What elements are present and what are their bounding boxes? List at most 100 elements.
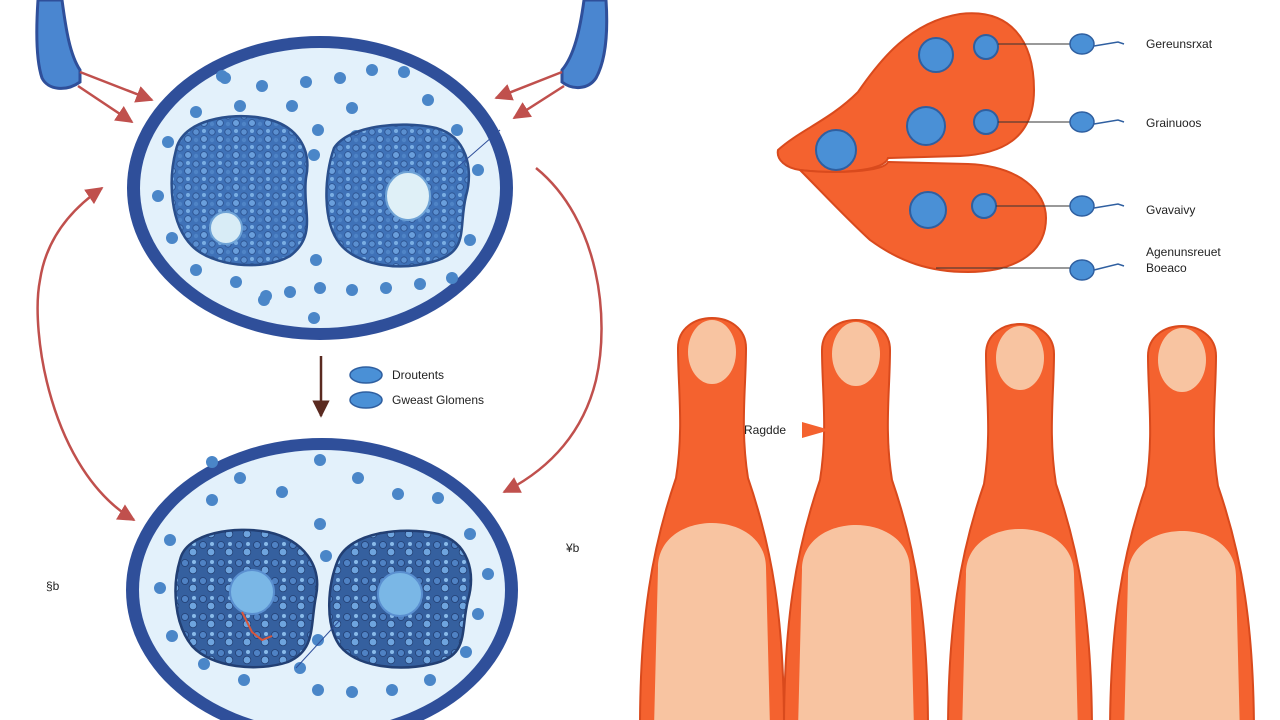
vesicle-dot xyxy=(286,100,298,112)
hook-arrow-4 xyxy=(512,84,565,120)
left-hook-shape xyxy=(35,0,82,90)
vesicle-dot xyxy=(414,278,426,290)
vesicle-dot xyxy=(300,76,312,88)
vesicle-dot xyxy=(422,94,434,106)
vesicle-dot xyxy=(451,124,463,136)
vesicle-dot xyxy=(230,276,242,288)
callout-bulb xyxy=(1069,111,1125,133)
vesicle-dot xyxy=(346,284,358,296)
vesicle-dot xyxy=(314,518,326,530)
vesicle-dot xyxy=(446,272,458,284)
organ-node xyxy=(973,109,999,135)
legend-label-1: Droutents xyxy=(392,368,444,382)
club-cell-body xyxy=(1124,531,1240,720)
organ-node xyxy=(815,129,857,171)
club-cell-head xyxy=(1158,328,1206,392)
organ-node xyxy=(918,37,954,73)
vesicle-dot xyxy=(162,136,174,148)
bottom-nucleolus-right xyxy=(377,571,423,617)
hook-arrow-1 xyxy=(79,70,154,103)
right-cycle-arrow xyxy=(502,167,603,494)
vesicle-dot xyxy=(346,102,358,114)
pointer-label: Ragdde xyxy=(744,423,786,437)
vesicle-dot xyxy=(432,492,444,504)
top-cell-vesicles xyxy=(152,64,484,324)
vesicle-dot xyxy=(460,646,472,658)
vesicle-dot xyxy=(294,662,306,674)
vesicle-dot xyxy=(234,472,246,484)
vesicle-dot xyxy=(320,550,332,562)
vesicle-dot xyxy=(234,100,246,112)
left-cycle-arrow xyxy=(36,186,136,522)
bottom-pointer-line xyxy=(295,619,341,669)
blue-oval-icon xyxy=(349,391,383,409)
elongated-cells xyxy=(639,317,1255,720)
club-cell-body xyxy=(654,523,770,720)
vesicle-dot xyxy=(152,190,164,202)
vesicle-dot xyxy=(310,254,322,266)
callout-label-4-line2: Boeaco xyxy=(1146,261,1187,275)
vesicle-dot xyxy=(482,568,494,580)
vesicle-dot xyxy=(380,282,392,294)
vesicle-dot xyxy=(206,494,218,506)
top-nucleolus-right xyxy=(385,171,431,221)
vesicle-dot xyxy=(308,149,320,161)
vesicle-dot xyxy=(216,70,228,82)
callout-bulb xyxy=(1069,195,1125,217)
vesicle-dot xyxy=(398,66,410,78)
vesicle-dot xyxy=(166,630,178,642)
top-nucleolus-left xyxy=(209,211,243,245)
legend-label-2: Gweast Glomens xyxy=(392,393,484,407)
vesicle-dot xyxy=(464,234,476,246)
vesicle-dot xyxy=(238,674,250,686)
orange-organ-diagram: Gereunsrxat Grainuoos Gvavaivy Agenunsre… xyxy=(776,12,1221,281)
vesicle-dot xyxy=(308,312,320,324)
club-cell-head xyxy=(832,322,880,386)
pointer-arrow-icon xyxy=(802,422,830,438)
bottom-red-streak xyxy=(241,611,273,642)
vesicle-dot xyxy=(334,72,346,84)
bottom-nucleolus-left xyxy=(229,569,275,615)
vesicle-dot xyxy=(166,232,178,244)
vesicle-dot xyxy=(256,80,268,92)
corner-glyph-left: §b xyxy=(46,579,60,593)
organ-node xyxy=(971,193,997,219)
vesicle-dot xyxy=(190,106,202,118)
vesicle-dot xyxy=(312,124,324,136)
vesicle-dot xyxy=(386,684,398,696)
club-cell-head xyxy=(996,326,1044,390)
vesicle-dot xyxy=(154,582,166,594)
vesicle-dot xyxy=(198,658,210,670)
vesicle-dot xyxy=(346,686,358,698)
top-pointer-line xyxy=(451,129,501,173)
vesicle-dot xyxy=(392,488,404,500)
callout-label-4-line1: Agenunsreuet xyxy=(1146,245,1221,259)
organ-node xyxy=(973,34,999,60)
vesicle-dot xyxy=(284,286,296,298)
vesicle-dot xyxy=(464,528,476,540)
callout-bulb xyxy=(1069,33,1125,55)
vesicle-dot xyxy=(276,486,288,498)
hook-arrow-3 xyxy=(494,70,563,101)
bottom-cell-vesicles xyxy=(154,454,494,698)
cell-diagram: Droutents Gweast Glomens §b ¥b xyxy=(35,0,609,720)
vesicle-dot xyxy=(190,264,202,276)
organ-node xyxy=(909,191,947,229)
blue-oval-icon xyxy=(349,366,383,384)
top-nucleus-left xyxy=(170,114,309,267)
vesicle-dot xyxy=(472,608,484,620)
vesicle-dot xyxy=(314,454,326,466)
club-cell-body xyxy=(962,529,1078,720)
callout-label-1: Gereunsrxat xyxy=(1146,37,1213,51)
vesicle-dot xyxy=(352,472,364,484)
cell-legend: Droutents Gweast Glomens xyxy=(349,366,484,409)
club-cell-head xyxy=(688,320,736,384)
callout-label-3: Gvavaivy xyxy=(1146,203,1195,217)
vesicle-dot xyxy=(164,534,176,546)
hook-arrow-2 xyxy=(77,84,134,124)
vesicle-dot xyxy=(312,684,324,696)
corner-glyph-right: ¥b xyxy=(565,541,580,555)
vesicle-dot xyxy=(366,64,378,76)
top-cell xyxy=(127,36,513,340)
vesicle-dot xyxy=(260,290,272,302)
